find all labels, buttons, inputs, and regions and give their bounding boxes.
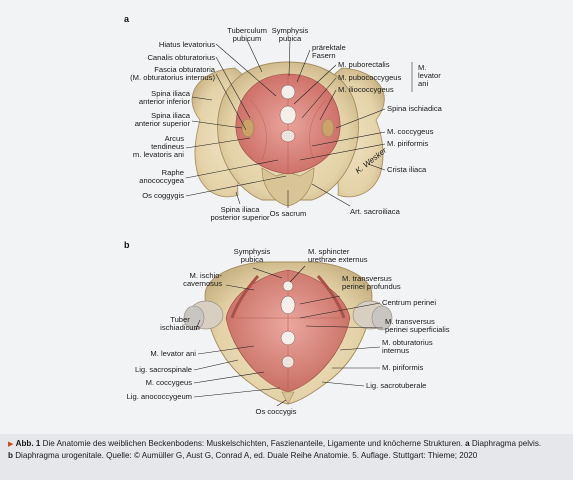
label-canalis: Canalis obturatorius: [147, 53, 215, 62]
label-b-sphincter-1: M. sphincter: [308, 247, 350, 256]
label-b-tuber-2: ischiadicum: [160, 323, 200, 332]
urethra-opening: [280, 84, 296, 100]
label-os-coggygis: Os coggygis: [142, 191, 184, 200]
caption-line-2: b Diaphragma urogenitale. Quelle: © Aumü…: [8, 450, 565, 461]
label-b-centrum: Centrum perinei: [382, 298, 436, 307]
label-b-levator: M. levator ani: [150, 349, 196, 358]
label-piriformis: M. piriformis: [387, 139, 429, 148]
label-b-transv-prof-2: perinei profundus: [342, 282, 401, 291]
caption-line1-text: Die Anatomie des weiblichen Beckenbodens…: [40, 439, 466, 448]
label-coccygeus: M. coccygeus: [387, 127, 434, 136]
label-b-transv-sup-2: perinei superficialis: [385, 325, 450, 334]
label-arcus-1: Arcus: [165, 134, 185, 143]
label-levator-group-1: M.: [418, 63, 426, 72]
label-b-obturator-1: M. obturatorius: [382, 338, 433, 347]
label-b-obturator-2: internus: [382, 346, 409, 355]
label-tuberculum-1: Tuberculum: [227, 26, 267, 35]
label-art-sacro: Art. sacroiliaca: [350, 207, 401, 216]
label-symphysis-1: Symphysis: [272, 26, 309, 35]
label-praerektale-1: präre­ktale: [312, 43, 346, 52]
label-spina-inf-2: anterior inferior: [139, 97, 191, 106]
label-iliococcygeus: M. iliococcygeus: [338, 85, 394, 94]
label-raphe-1: Raphe: [162, 168, 184, 177]
label-spina-post-1: Spina iliaca: [221, 205, 261, 214]
label-fascia-2: (M. obturatorius internus): [130, 73, 215, 82]
panel-a-letter: a: [124, 14, 130, 24]
label-b-transv-prof-1: M. transversus: [342, 274, 392, 283]
label-b-symphysis-2: pubica: [241, 255, 264, 264]
label-spina-inf-1: Spina iliaca: [151, 89, 191, 98]
label-b-lig-anococ: Lig. anococcygeum: [127, 392, 192, 401]
label-b-transv-sup-1: M. transversus: [385, 317, 435, 326]
label-arcus-3: m. levatoris ani: [133, 150, 184, 159]
rectum-opening: [280, 129, 296, 143]
label-hiatus: Hiatus levatorius: [159, 40, 215, 49]
pelvis-a-illustration: K. Wesker: [185, 39, 413, 208]
label-pubococcygeus: M. pubococcygeus: [338, 73, 402, 82]
label-tuberculum-2: pubicum: [233, 34, 262, 43]
label-b-os-coccygis: Os coccygis: [256, 407, 297, 416]
label-b-tuber-1: Tuber: [170, 315, 190, 324]
label-b-ischio-2: cavernosus: [183, 279, 222, 288]
figure-caption: ▶ Abb. 1 Die Anatomie des weiblichen Bec…: [0, 434, 573, 480]
label-fascia-1: Fascia obturatoria: [154, 65, 216, 74]
panel-b-labels: Symphysis pubica M. sphincter urethrae e…: [127, 247, 450, 416]
sacrum: [261, 167, 315, 207]
label-crista: Crista iliaca: [387, 165, 427, 174]
label-symphysis-2: pubica: [279, 34, 302, 43]
caption-a-letter: a: [465, 439, 470, 448]
panel-a-labels: Tuberculum pubicum Symphysis pubica prär…: [130, 26, 442, 222]
vagina-opening: [279, 105, 297, 125]
label-spina-sup-2: anterior superior: [135, 119, 191, 128]
illustration-svg: K. Wesker: [127, 26, 450, 416]
label-b-lig-sacrotuberale: Lig. sacrotuberale: [366, 381, 426, 390]
label-raphe-2: anococcygea: [139, 176, 185, 185]
label-praerektale-2: Fasern: [312, 51, 336, 60]
label-spina-isch: Spina ischiadica: [387, 104, 443, 113]
label-puborectalis: M. puborectalis: [338, 60, 390, 69]
label-levator-group-3: ani: [418, 79, 428, 88]
label-b-coccygeus: M. coccygeus: [146, 378, 193, 387]
label-b-ischio-1: M. ischio-: [190, 271, 223, 280]
label-b-lig-sacrospinale: Lig. sacrospinale: [135, 365, 192, 374]
caption-abb: Abb. 1: [15, 439, 41, 448]
figure-panel: a b: [0, 0, 573, 434]
label-b-sphincter-2: urethrae externus: [308, 255, 368, 264]
caption-marker-icon: ▶: [8, 441, 14, 448]
caption-a-text: Diaphragma pelvis.: [469, 439, 542, 448]
pelvis-b-illustration: [183, 261, 393, 407]
label-spina-post-2: posterior superior: [210, 213, 270, 222]
label-os-sacrum: Os sacrum: [270, 209, 307, 218]
caption-line2-text: Diaphragma urogenitale. Quelle: © Aumüll…: [12, 451, 478, 460]
label-spina-sup-1: Spina iliaca: [151, 111, 191, 120]
label-arcus-2: tendineus: [151, 142, 184, 151]
caption-line-1: ▶ Abb. 1 Die Anatomie des weiblichen Bec…: [8, 438, 565, 450]
label-b-symphysis-1: Symphysis: [234, 247, 271, 256]
label-levator-group-2: levator: [418, 71, 441, 80]
panel-b-letter: b: [124, 240, 130, 250]
caption-b-letter: b: [8, 451, 13, 460]
label-b-piriformis: M. piriformis: [382, 363, 424, 372]
